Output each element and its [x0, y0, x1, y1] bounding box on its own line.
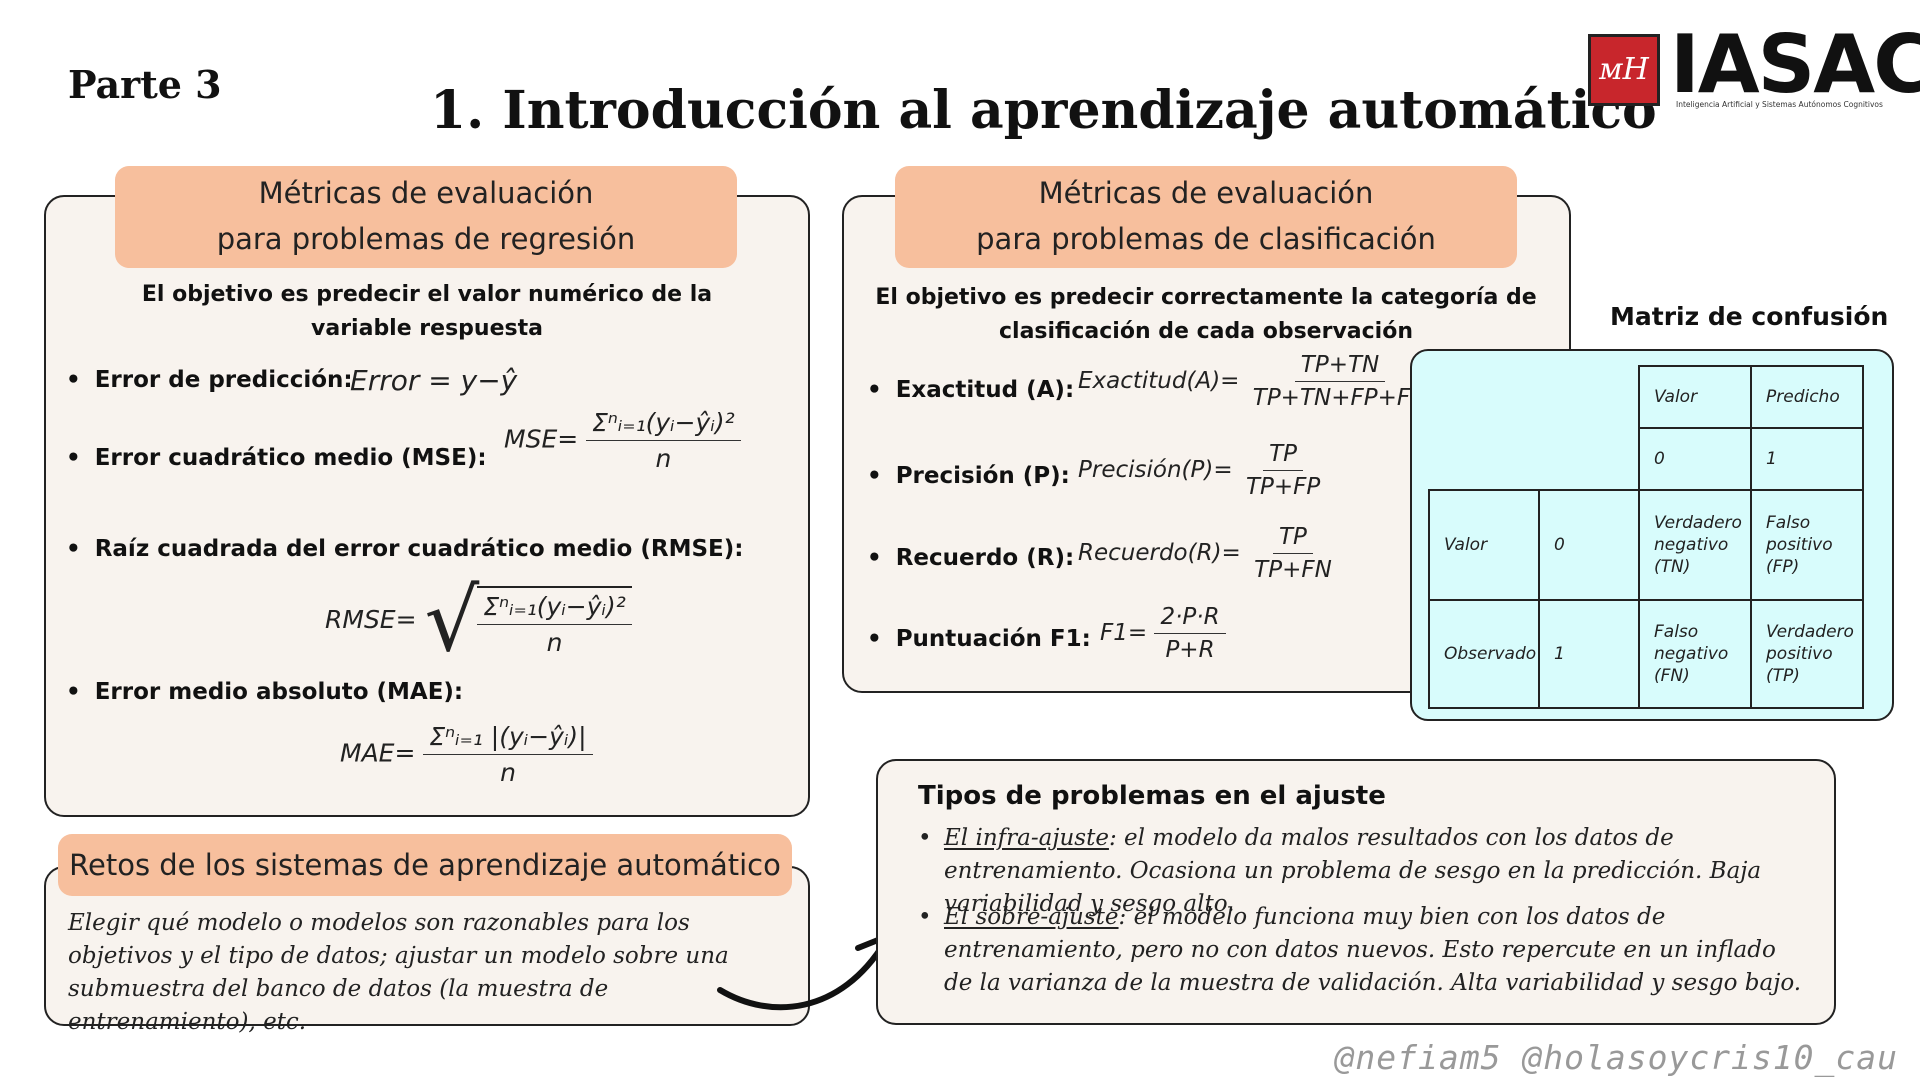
regression-panel	[44, 195, 810, 817]
regression-objective: El objetivo es predecir el valor numéric…	[70, 278, 784, 346]
classification-objective: El objetivo es predecir correctamente la…	[856, 281, 1556, 349]
recall-fraction: TP TP+FN	[1248, 524, 1338, 583]
metric-mae-label: Error medio absoluto (MAE):	[66, 679, 463, 705]
mse-numerator: Σⁿᵢ₌₁(yᵢ−ŷᵢ)²	[586, 408, 741, 441]
precision-denominator: TP+FP	[1245, 474, 1321, 500]
rmse-numerator: Σⁿᵢ₌₁(yᵢ−ŷᵢ)²	[477, 592, 632, 625]
page-title: 1. Introducción al aprendizaje automátic…	[430, 80, 1657, 141]
fp-cell: Falso positivo (FP)	[1750, 489, 1864, 601]
obs-0-cell: 0	[1538, 489, 1640, 601]
mae-denominator: n	[500, 758, 516, 787]
regression-objective-line1: El objetivo es predecir el valor numéric…	[141, 282, 713, 307]
pred-1-cell: 1	[1750, 427, 1864, 491]
term-infra: El infra-ajuste	[944, 825, 1109, 851]
retos-text: Elegir qué modelo o modelos son razonabl…	[68, 910, 729, 1035]
tp-cell: Verdadero positivo (TP)	[1750, 599, 1864, 709]
recall-denominator: TP+FN	[1254, 557, 1332, 583]
retos-tab: Retos de los sistemas de aprendizaje aut…	[58, 834, 792, 896]
metric-rmse-formula: RMSE= √ Σⁿᵢ₌₁(yᵢ−ŷᵢ)² n	[325, 578, 632, 664]
tipos-item-infra: • El infra-ajuste: el modelo da malos res…	[918, 822, 1808, 921]
text-sobre: : el modelo funciona muy bien con los da…	[944, 904, 1802, 996]
accuracy-denominator: TP+TN+FP+FN	[1252, 385, 1428, 411]
metric-mse-label: Error cuadrático medio (MSE):	[66, 445, 487, 471]
mae-fraction: Σⁿᵢ₌₁ |(yᵢ−ŷᵢ)| n	[423, 722, 593, 787]
metric-accuracy-label: Exactitud (A):	[867, 377, 1074, 403]
fn-cell: Falso negativo (FN)	[1638, 599, 1752, 709]
f1-numerator: 2·P·R	[1154, 604, 1226, 634]
confusion-matrix-panel	[1410, 349, 1894, 721]
mae-numerator: Σⁿᵢ₌₁ |(yᵢ−ŷᵢ)|	[423, 722, 593, 755]
metric-mse-formula: MSE= Σⁿᵢ₌₁(yᵢ−ŷᵢ)² n	[504, 408, 741, 473]
metric-prediction-error-formula: Error = y−ŷ	[350, 364, 518, 397]
confusion-matrix-title: Matriz de confusión	[1610, 302, 1889, 331]
precision-fraction: TP TP+FP	[1240, 441, 1326, 500]
logo-subtitle: Inteligencia Artificial y Sistemas Autón…	[1676, 100, 1883, 109]
iasac-logo: ᴍH IASAC Inteligencia Artificial y Siste…	[1588, 18, 1920, 111]
f1-fraction: 2·P·R P+R	[1154, 604, 1226, 663]
metric-rmse-label: Raíz cuadrada del error cuadrático medio…	[66, 536, 744, 562]
tipos-panel	[876, 759, 1836, 1025]
mse-denominator: n	[655, 444, 672, 473]
tipos-item-sobre: • El sobre-ajuste: el modelo funciona muy…	[918, 901, 1808, 1000]
metric-prediction-error-label: Error de predicción:	[66, 367, 353, 393]
pred-0-cell: 0	[1638, 427, 1752, 491]
metric-accuracy-formula: Exactitud(A)= TP+TN TP+TN+FP+FN	[1078, 352, 1433, 411]
sqrt-icon: √	[424, 571, 480, 671]
f1-denominator: P+R	[1165, 637, 1215, 663]
accuracy-fraction: TP+TN TP+TN+FP+FN	[1247, 352, 1434, 411]
metric-mae-formula: MAE= Σⁿᵢ₌₁ |(yᵢ−ŷᵢ)| n	[340, 722, 593, 787]
row-valor-cell: Valor	[1428, 489, 1540, 601]
recall-lhs: Recuerdo(R)=	[1078, 540, 1241, 566]
bullet-icon: •	[918, 825, 932, 851]
metric-recall-formula: Recuerdo(R)= TP TP+FN	[1078, 524, 1338, 583]
regression-tab: Métricas de evaluación para problemas de…	[115, 166, 737, 268]
classification-tab-line1: Métricas de evaluación	[1038, 176, 1374, 210]
logo-text: IASAC	[1670, 18, 1920, 111]
rmse-lhs: RMSE=	[325, 605, 417, 634]
tipos-title: Tipos de problemas en el ajuste	[918, 781, 1386, 811]
text-infra: : el modelo da malos resultados con los …	[944, 825, 1762, 917]
obs-1-cell: 1	[1538, 599, 1640, 709]
rmse-fraction: Σⁿᵢ₌₁(yᵢ−ŷᵢ)² n	[477, 585, 632, 657]
classification-tab-line2: para problemas de clasificación	[976, 222, 1436, 256]
classification-tab: Métricas de evaluación para problemas de…	[895, 166, 1517, 268]
accuracy-numerator: TP+TN	[1294, 352, 1386, 382]
metric-f1-formula: F1= 2·P·R P+R	[1100, 604, 1226, 663]
row-observado-cell: Observado	[1428, 599, 1540, 709]
logo-mark-icon: ᴍH	[1588, 34, 1660, 106]
rmse-sqrt: √ Σⁿᵢ₌₁(yᵢ−ŷᵢ)² n	[425, 578, 632, 664]
regression-objective-line2: variable respuesta	[311, 316, 543, 341]
regression-tab-line2: para problemas de regresión	[216, 222, 636, 256]
recall-numerator: TP	[1273, 524, 1313, 554]
mae-lhs: MAE=	[340, 738, 416, 768]
header-valor-cell: Valor	[1638, 365, 1752, 429]
rmse-denominator: n	[546, 627, 563, 657]
term-sobre: El sobre-ajuste	[944, 904, 1119, 930]
classification-objective-line2: clasificación de cada observación	[998, 319, 1413, 344]
metric-recall-label: Recuerdo (R):	[867, 545, 1074, 571]
credits: @nefiam5 @holasoycris10_cau	[1334, 1038, 1898, 1077]
header-predicho-cell: Predicho	[1750, 365, 1864, 429]
metric-f1-label: Puntuación F1:	[867, 626, 1091, 652]
mse-fraction: Σⁿᵢ₌₁(yᵢ−ŷᵢ)² n	[586, 408, 741, 473]
classification-objective-line1: El objetivo es predecir correctamente la…	[875, 285, 1537, 310]
metric-precision-label: Precisión (P):	[867, 463, 1070, 489]
tn-cell: Verdadero negativo (TN)	[1638, 489, 1752, 601]
regression-tab-line1: Métricas de evaluación	[258, 176, 594, 210]
part-label: Parte 3	[68, 62, 222, 107]
precision-numerator: TP	[1263, 441, 1304, 471]
accuracy-lhs: Exactitud(A)=	[1078, 368, 1240, 394]
precision-lhs: Precisión(P)=	[1078, 457, 1233, 483]
metric-precision-formula: Precisión(P)= TP TP+FP	[1078, 441, 1326, 500]
f1-lhs: F1=	[1100, 620, 1148, 646]
bullet-icon: •	[918, 904, 932, 930]
mse-lhs: MSE=	[504, 424, 579, 454]
